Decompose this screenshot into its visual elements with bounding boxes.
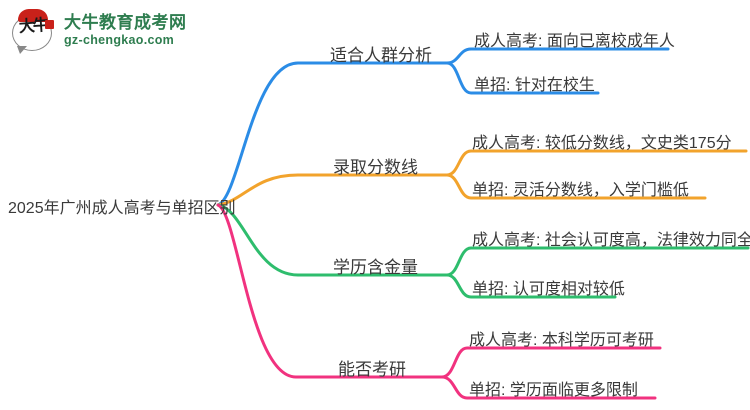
branch-3-child-2: 单招: 认可度相对较低 bbox=[472, 281, 625, 298]
branch-1-child-2-line bbox=[445, 61, 600, 95]
red-arc-icon bbox=[18, 9, 48, 22]
branch-2-child-2: 单招: 灵活分数线，入学门槛低 bbox=[472, 182, 689, 199]
speech-bubble-tail-icon bbox=[17, 46, 27, 54]
branch-2-child-1-line bbox=[445, 149, 748, 177]
branch-2-label: 录取分数线 bbox=[333, 158, 418, 177]
branch-3-child-1-line bbox=[445, 246, 750, 277]
red-seal-icon bbox=[45, 20, 54, 29]
branch-1-child-1-line bbox=[445, 47, 670, 65]
branch-4-label: 能否考研 bbox=[338, 360, 406, 379]
branch-3-child-2-line bbox=[445, 273, 617, 299]
branch-4-trunk-line bbox=[216, 203, 444, 379]
branch-2-trunk-line bbox=[216, 173, 449, 207]
branch-2-child-1: 成人高考: 较低分数线，文史类175分 bbox=[472, 135, 732, 152]
branch-3-child-1: 成人高考: 社会认可度高，法律效力同全日制 bbox=[472, 232, 750, 249]
site-logo: 大牛 大牛教育成考网 gz-chengkao.com bbox=[10, 9, 187, 54]
branch-4-child-2: 单招: 学历面临更多限制 bbox=[469, 382, 638, 399]
branch-1-label: 适合人群分析 bbox=[330, 46, 432, 65]
branch-1-child-2: 单招: 针对在校生 bbox=[474, 77, 595, 94]
branch-2-child-2-line bbox=[445, 173, 707, 200]
branch-4-child-1-line bbox=[440, 346, 662, 379]
site-url: gz-chengkao.com bbox=[64, 33, 175, 48]
logo-bubble-icon: 大牛 bbox=[10, 9, 56, 54]
branch-3-label: 学历含金量 bbox=[333, 258, 418, 277]
branch-1-trunk-line bbox=[216, 61, 449, 207]
branch-1-child-1: 成人高考: 面向已离校成年人 bbox=[474, 33, 675, 50]
branch-4-child-1: 成人高考: 本科学历可考研 bbox=[469, 332, 654, 349]
site-name: 大牛教育成考网 bbox=[64, 12, 187, 32]
branch-4-child-2-line bbox=[440, 375, 657, 400]
branch-3-trunk-line bbox=[216, 203, 449, 277]
root-node-title: 2025年广州成人高考与单招区别 bbox=[8, 200, 236, 217]
